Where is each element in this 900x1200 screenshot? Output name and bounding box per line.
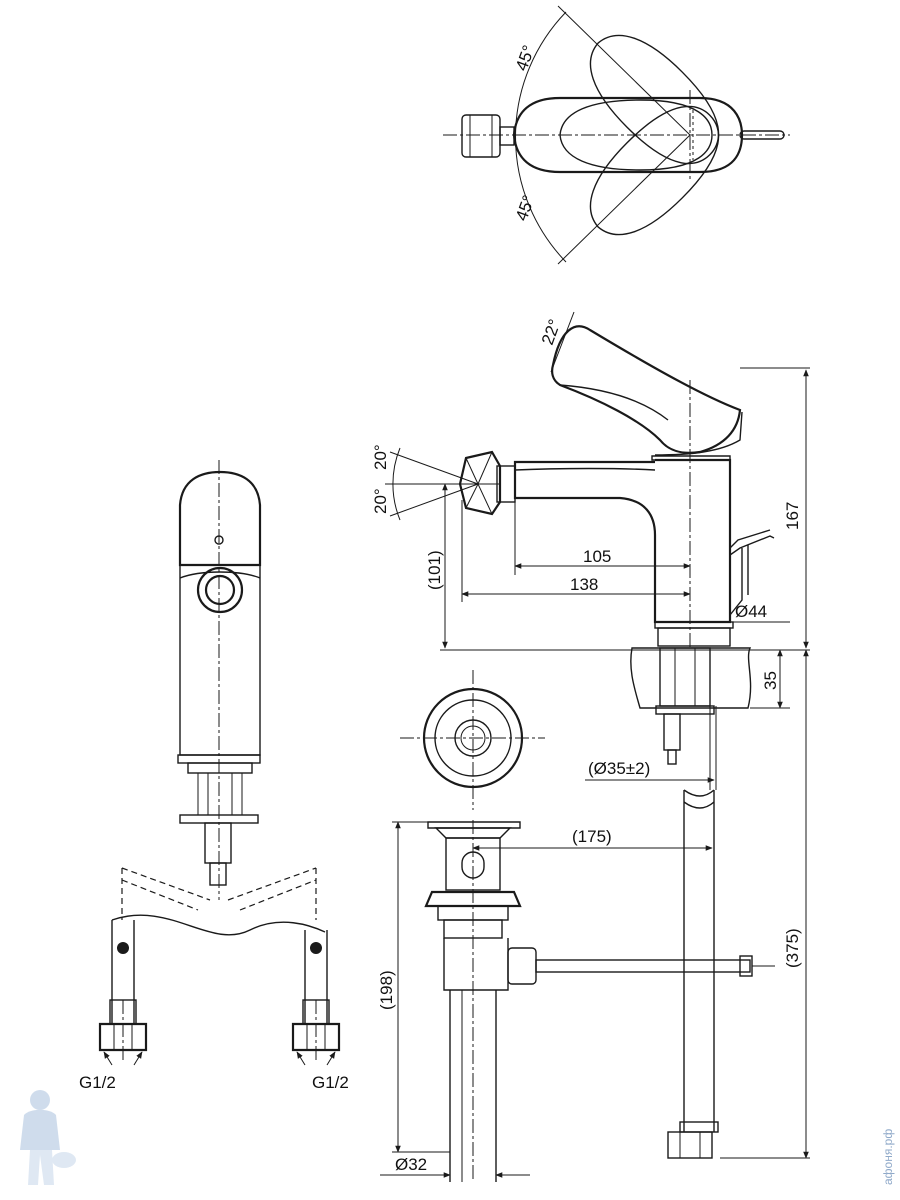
dim-hole-diameter: (Ø35±2) [588,759,650,778]
dim-375: (375) [783,928,802,968]
nozzle-angle-down: 20° [371,488,390,514]
dim-35: 35 [761,671,780,690]
side-view: 22° 20° 20° 105 138 (101) [371,311,810,1159]
watermark-text: афоня.рф [881,1129,895,1185]
dim-175: (175) [572,827,612,846]
connector-right-label: G1/2 [312,1073,349,1092]
front-view: G1/2 G1/2 [79,460,349,1092]
dim-101: (101) [425,550,444,590]
drain-assembly: (175) (198) Ø32 [377,670,775,1182]
dim-105: 105 [583,547,611,566]
dim-198: (198) [377,970,396,1010]
dim-138: 138 [570,575,598,594]
nozzle-angle-up: 20° [371,444,390,470]
dim-diameter-32: Ø32 [395,1155,427,1174]
top-view: 45° 45° [443,5,790,265]
plumber-logo [20,1090,76,1185]
dim-167: 167 [783,502,802,530]
connector-left-label: G1/2 [79,1073,116,1092]
angle-45-upper: 45° [512,43,539,74]
angle-45-lower: 45° [512,193,539,224]
dim-diameter-44: Ø44 [735,602,767,621]
